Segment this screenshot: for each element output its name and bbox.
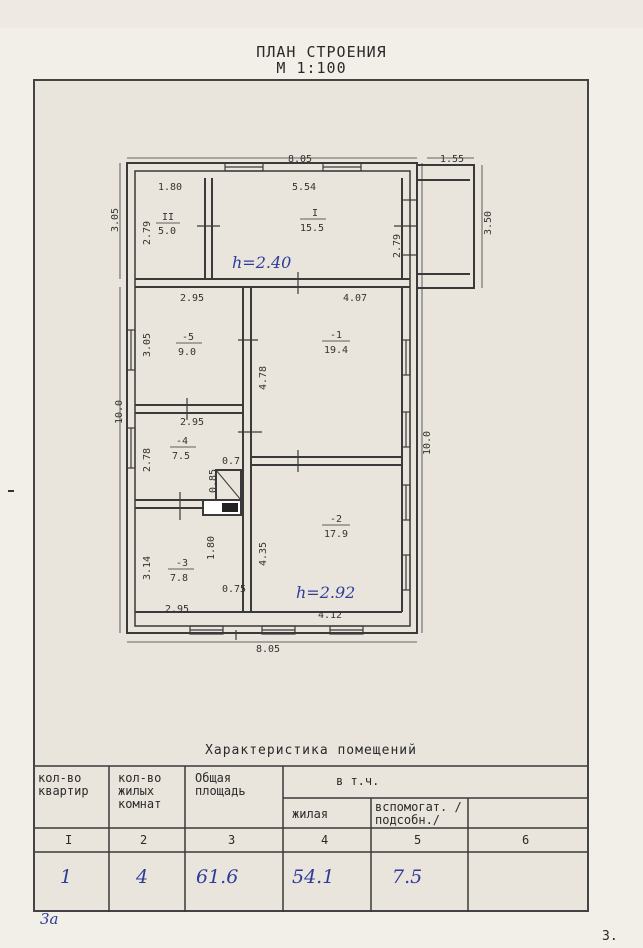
dim-left-top: 3.05 <box>110 208 121 232</box>
table-title: Характеристика помещений <box>205 743 417 758</box>
doors <box>179 225 418 640</box>
room-number: -5 <box>182 332 194 343</box>
header-including: в т.ч. <box>336 774 380 788</box>
dim-r2-width: 1.80 <box>158 182 182 193</box>
room-area: 19.4 <box>324 345 348 356</box>
value-total-area: 61.6 <box>196 866 239 888</box>
col-number: I <box>65 833 73 847</box>
dim-r1b-width: 4.07 <box>343 293 367 304</box>
value-aux-area: 7.5 <box>392 866 423 888</box>
plan-header: ПЛАН СТРОЕНИЯ М 1:100 <box>0 44 643 76</box>
room-area: 9.0 <box>178 347 196 358</box>
drawing-frame <box>33 79 589 912</box>
dim-r3-height: 3.14 <box>142 556 153 580</box>
value-living-area: 54.1 <box>292 866 335 888</box>
room-number: II <box>162 212 174 223</box>
col-number: 3 <box>228 833 236 847</box>
room-area: 5.0 <box>158 226 176 237</box>
col-number: 6 <box>522 833 530 847</box>
ceiling-height-note: h=2.92 <box>296 583 355 602</box>
dim-r1-width: 5.54 <box>292 182 316 193</box>
dim-small-a: 0.7 <box>222 456 240 467</box>
dim-r1b-height: 4.78 <box>258 366 269 390</box>
margin-note: 3а <box>40 910 59 928</box>
header-apartments: кол-во квартир <box>38 771 89 798</box>
outer-wall <box>126 162 418 634</box>
room-area: 15.5 <box>300 223 324 234</box>
col-number: 5 <box>414 833 422 847</box>
room-number: I <box>312 208 318 219</box>
header-aux-area: вспомогат. /подсобн./ <box>375 800 462 827</box>
dim-small-b: 0.85 <box>208 469 219 493</box>
header-living-rooms: кол-во жилых комнат <box>118 771 162 811</box>
dim-r3-a: 1.80 <box>206 536 217 560</box>
dim-r3-b: 0.75 <box>222 584 246 595</box>
room-labels: II 5.0 I 15.5 -5 9.0 -1 19.4 -4 7.5 -2 1… <box>156 208 350 584</box>
dim-r2b-height: 4.35 <box>258 542 269 566</box>
room-number: -3 <box>176 558 188 569</box>
annex-wall <box>416 164 475 289</box>
page-number: 3. <box>602 929 618 944</box>
col-number: 2 <box>140 833 148 847</box>
room-number: -2 <box>330 514 342 525</box>
plan-title: ПЛАН СТРОЕНИЯ <box>256 43 387 61</box>
dim-r5-height: 3.05 <box>142 333 153 357</box>
header-living-area: жилая <box>292 807 329 821</box>
dim-r2-height: 2.79 <box>142 221 153 245</box>
dim-top-annex: 1.55 <box>440 154 464 165</box>
room-table-grid <box>35 765 587 912</box>
value-living-rooms: 4 <box>136 866 149 888</box>
room-area: 17.9 <box>324 529 348 540</box>
dim-r2b-width: 4.12 <box>318 610 342 621</box>
margin-mark <box>8 490 14 492</box>
header-total-area: Общая площадь <box>195 771 246 798</box>
room-area: 7.5 <box>172 451 190 462</box>
dim-r4-width: 2.95 <box>180 417 204 428</box>
dim-r1-height: 2.79 <box>392 234 403 258</box>
dim-left-total: 10.0 <box>114 400 125 424</box>
dim-right-total: 10.0 <box>422 431 433 455</box>
plan-scale: М 1:100 <box>276 59 347 77</box>
room-number: -1 <box>330 330 342 341</box>
dim-top-total: 8.05 <box>288 154 312 165</box>
col-number: 4 <box>321 833 329 847</box>
dim-right-annex: 3.50 <box>483 211 494 235</box>
dim-r3-width: 2.95 <box>165 604 189 615</box>
dim-bottom-total: 8.05 <box>256 644 280 655</box>
dim-r5-width: 2.95 <box>180 293 204 304</box>
value-apartments: 1 <box>60 866 73 888</box>
windows <box>126 162 418 635</box>
room-area: 7.8 <box>170 573 188 584</box>
dim-r4-height: 2.78 <box>142 448 153 472</box>
ceiling-height-note: h=2.40 <box>232 253 291 272</box>
room-number: -4 <box>176 436 188 447</box>
